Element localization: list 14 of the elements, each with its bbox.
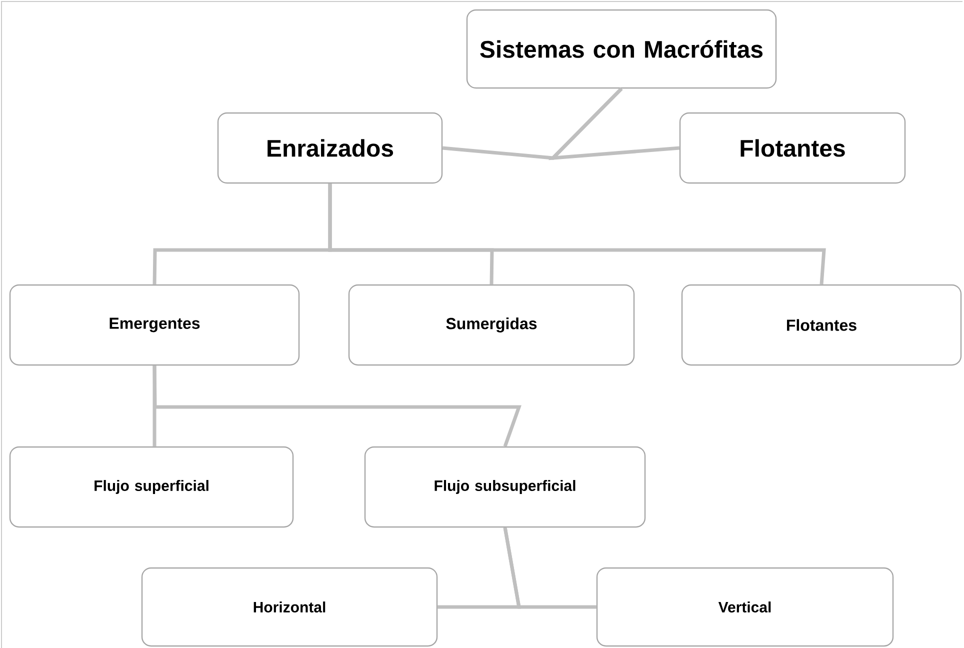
- connector-line: [152, 366, 522, 447]
- connector-line: [328, 184, 826, 285]
- category-box: Flotantes: [679, 112, 906, 184]
- category-box: Sistemas con Macrófitas: [466, 9, 777, 89]
- category-box: Flotantes: [681, 284, 962, 366]
- category-box: Vertical: [596, 567, 894, 647]
- connector-line: [548, 87, 680, 160]
- category-box: Emergentes: [9, 284, 300, 366]
- connector-line: [503, 527, 596, 609]
- category-box: Sumergidas: [348, 284, 635, 366]
- category-box: Horizontal: [141, 567, 438, 647]
- category-box: Enraizados: [217, 112, 443, 184]
- category-box: Flujo subsuperficial: [364, 446, 646, 528]
- category-box: Flujo superficial: [9, 446, 294, 528]
